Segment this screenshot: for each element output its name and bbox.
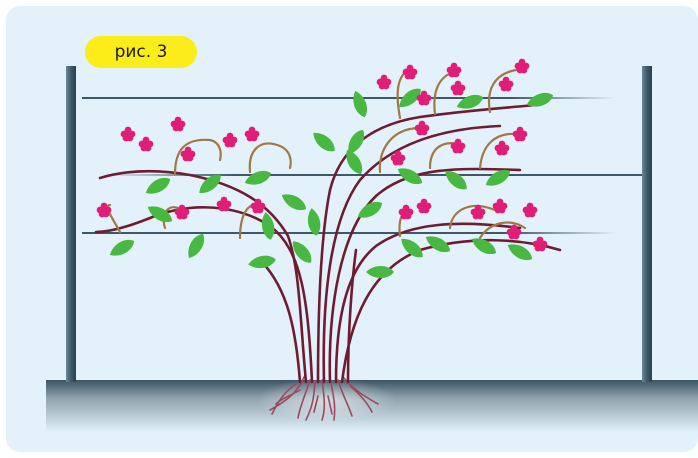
berry-icon bbox=[138, 136, 154, 152]
leaf bbox=[471, 238, 497, 255]
berry-icon bbox=[450, 80, 466, 96]
berry-icon bbox=[506, 224, 522, 240]
wire-middle bbox=[100, 174, 642, 176]
leaf bbox=[244, 170, 272, 185]
berry-icon bbox=[492, 198, 508, 214]
leaf bbox=[313, 132, 335, 152]
leaf bbox=[281, 194, 307, 211]
berry-icon bbox=[470, 204, 486, 220]
berry-icon bbox=[376, 74, 392, 90]
trellis-wires bbox=[82, 97, 642, 234]
figure-label: рис. 3 bbox=[85, 36, 197, 68]
leaf bbox=[109, 239, 135, 256]
berry-icon bbox=[446, 62, 462, 78]
leaf bbox=[397, 168, 423, 185]
berry-icon bbox=[390, 150, 406, 166]
wire-top bbox=[82, 97, 616, 99]
berry-icon bbox=[416, 90, 432, 106]
leaf bbox=[445, 170, 467, 190]
berries bbox=[96, 58, 548, 252]
berry-icon bbox=[398, 204, 414, 220]
leaf bbox=[366, 266, 394, 278]
right-post bbox=[642, 66, 652, 382]
leaf bbox=[261, 212, 275, 240]
leaf bbox=[507, 244, 533, 261]
leaf bbox=[399, 88, 421, 108]
berry-icon bbox=[222, 132, 238, 148]
fruiting-shoots bbox=[106, 68, 527, 240]
berry-icon bbox=[414, 120, 430, 136]
leaf bbox=[485, 169, 511, 186]
left-post bbox=[66, 66, 76, 382]
berry-icon bbox=[216, 196, 232, 212]
berry-icon bbox=[174, 204, 190, 220]
leaves bbox=[109, 88, 554, 278]
berry-icon bbox=[532, 236, 548, 252]
leaf bbox=[425, 236, 451, 253]
leaf bbox=[147, 206, 173, 223]
leaf bbox=[348, 129, 365, 155]
root-highlight bbox=[256, 378, 396, 422]
berry-icon bbox=[170, 116, 186, 132]
berry-icon bbox=[514, 58, 530, 74]
leaf bbox=[248, 255, 276, 269]
leaf bbox=[199, 174, 221, 194]
berry-icon bbox=[416, 198, 432, 214]
berry-icon bbox=[244, 126, 260, 142]
leaf bbox=[456, 94, 484, 109]
leaf bbox=[401, 238, 423, 258]
leaf bbox=[346, 149, 363, 175]
berry-icon bbox=[180, 146, 196, 162]
leaf bbox=[307, 208, 321, 236]
leaf bbox=[526, 92, 554, 107]
berry-icon bbox=[450, 138, 466, 154]
wire-bottom bbox=[82, 232, 616, 234]
leaf bbox=[188, 233, 205, 259]
berry-icon bbox=[250, 198, 266, 214]
berry-icon bbox=[402, 64, 418, 80]
berry-icon bbox=[522, 202, 538, 218]
leaf bbox=[145, 177, 171, 194]
berry-icon bbox=[512, 126, 528, 142]
leaf bbox=[353, 90, 368, 118]
berry-icon bbox=[498, 76, 514, 92]
berry-icon bbox=[120, 126, 136, 142]
leaf bbox=[292, 241, 312, 263]
roots bbox=[269, 374, 379, 421]
berry-icon bbox=[494, 140, 510, 156]
leaf bbox=[357, 201, 383, 218]
berry-icon bbox=[96, 202, 112, 218]
